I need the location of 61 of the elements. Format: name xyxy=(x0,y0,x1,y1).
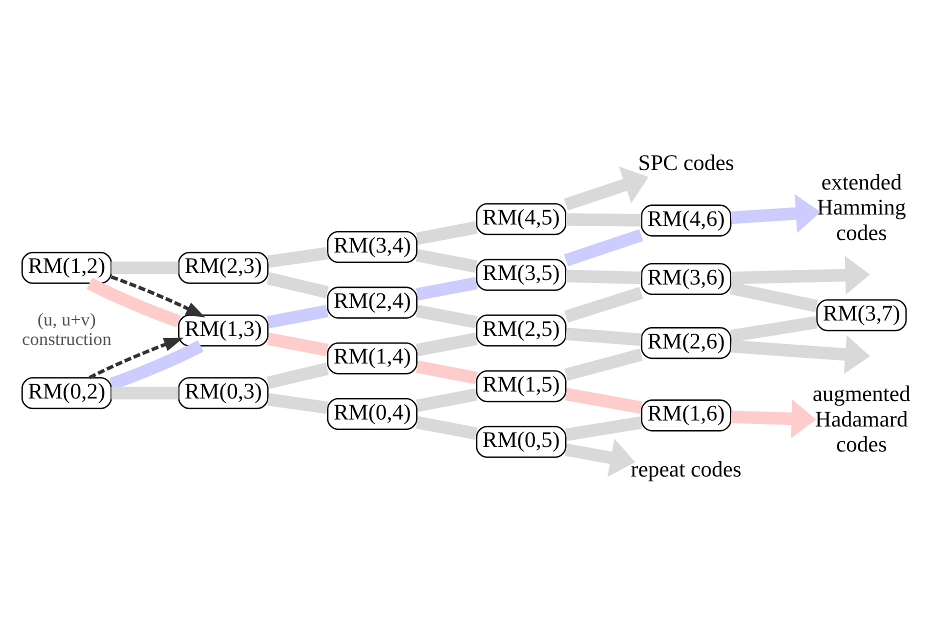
node-box: RM(2,4) xyxy=(327,286,418,319)
connector xyxy=(565,416,642,441)
node-box: RM(1,2) xyxy=(21,252,112,284)
connector xyxy=(416,388,478,412)
arrow xyxy=(730,399,816,438)
connector xyxy=(416,360,478,384)
node-text: augmented Hadamard codes xyxy=(812,381,910,456)
node-text: repeat codes xyxy=(630,456,742,482)
connector xyxy=(566,328,642,346)
connector xyxy=(564,388,642,414)
connector xyxy=(266,332,328,356)
node-text: SPC codes xyxy=(638,150,734,176)
connector xyxy=(266,272,329,298)
node-box: RM(3,6) xyxy=(640,263,732,296)
node-box: RM(0,2) xyxy=(21,377,112,410)
node-box: RM(3,4) xyxy=(327,231,418,264)
connector xyxy=(566,213,642,226)
arrow xyxy=(88,338,184,380)
connector xyxy=(416,249,478,273)
arrow xyxy=(730,256,870,295)
connector xyxy=(266,362,329,389)
connector xyxy=(416,221,478,245)
node-box: RM(0,5) xyxy=(476,426,566,458)
arrow xyxy=(564,166,648,211)
node-box: RM(1,5) xyxy=(476,370,566,402)
connector xyxy=(564,229,644,266)
connector xyxy=(267,393,328,414)
node-box: RM(2,5) xyxy=(476,314,566,347)
label: (u, u+v) xyxy=(37,310,96,330)
node-box: RM(3,5) xyxy=(476,258,566,291)
connector xyxy=(416,332,478,356)
arrow xyxy=(730,335,870,374)
label: construction xyxy=(22,329,112,350)
node-text: extended Hamming codes xyxy=(816,170,906,245)
connector xyxy=(109,340,204,390)
node-box: RM(0,4) xyxy=(327,398,418,430)
node-box: RM(4,6) xyxy=(640,204,732,237)
node-box: RM(4,5) xyxy=(476,203,566,236)
connector xyxy=(416,304,478,328)
connector xyxy=(566,270,642,284)
node-box: RM(1,4) xyxy=(327,342,418,374)
node-box: RM(3,7) xyxy=(816,299,907,332)
connector xyxy=(730,282,818,312)
node-box: RM(1,3) xyxy=(178,314,269,347)
node-box: RM(2,6) xyxy=(640,327,732,360)
connector xyxy=(416,416,478,440)
arrow xyxy=(564,438,636,478)
connector xyxy=(416,277,478,301)
node-box: RM(1,6) xyxy=(640,399,732,432)
connector xyxy=(266,304,328,328)
node-box: RM(2,3) xyxy=(178,252,269,284)
connector xyxy=(111,386,178,400)
connector xyxy=(564,286,644,323)
arrow xyxy=(730,194,821,234)
connector xyxy=(267,247,328,268)
arrow xyxy=(110,275,206,318)
connector xyxy=(730,316,818,342)
connector xyxy=(86,278,181,328)
connector xyxy=(111,262,178,274)
connector xyxy=(564,348,643,381)
node-box: RM(0,3) xyxy=(178,377,269,410)
